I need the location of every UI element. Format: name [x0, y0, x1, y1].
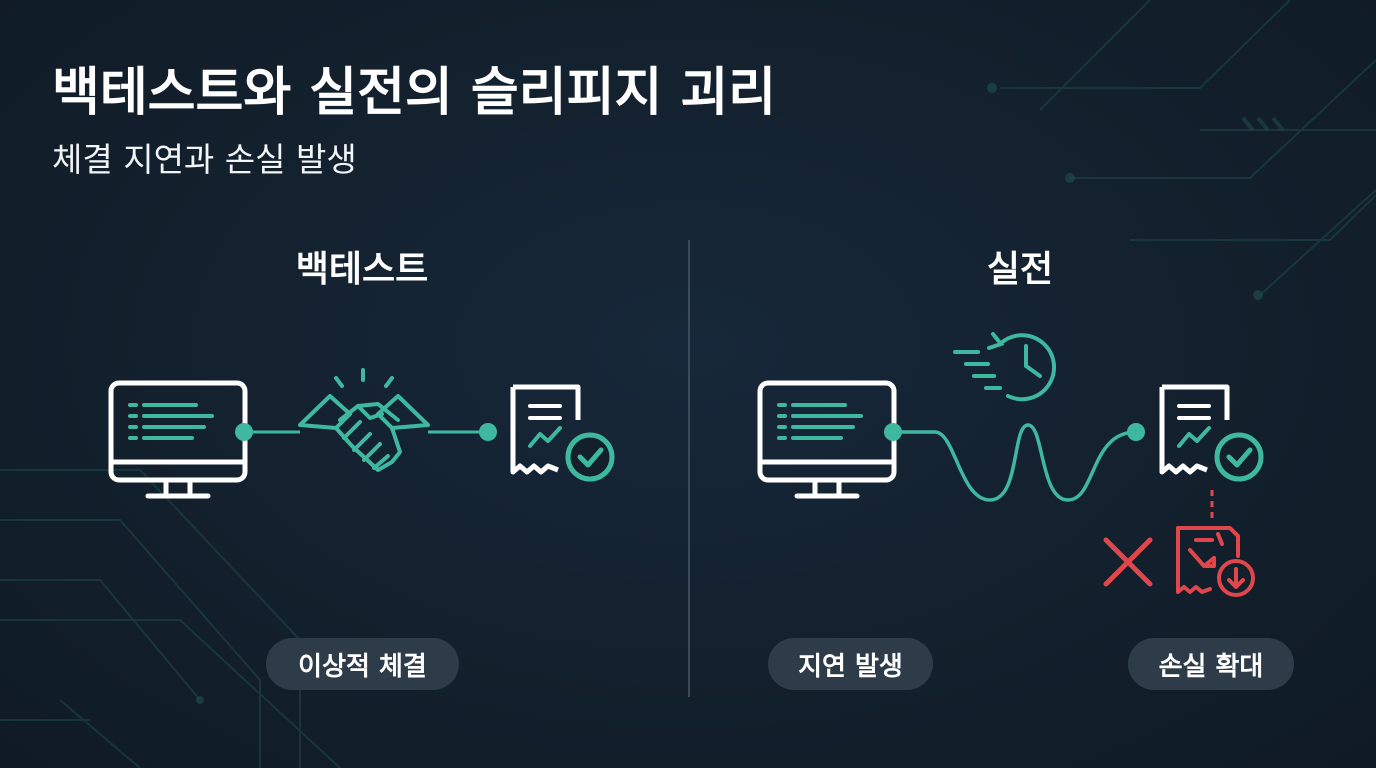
backtest-connector	[235, 423, 497, 441]
clock-fast-icon	[953, 332, 1057, 402]
receipt-check-icon	[510, 384, 615, 482]
loss-badge: 손실 확대	[1128, 638, 1294, 690]
live-panel-title: 실전	[986, 249, 1054, 290]
monitor-icon	[757, 380, 897, 499]
monitor-icon	[108, 380, 248, 499]
handshake-icon	[298, 368, 430, 472]
ideal-fill-badge: 이상적 체결	[266, 638, 459, 690]
backtest-panel-title: 백테스트	[295, 249, 429, 290]
delay-badge: 지연 발생	[768, 638, 933, 690]
latency-wave	[884, 423, 1145, 502]
panel-divider	[688, 240, 690, 697]
receipt-check-icon	[1159, 384, 1264, 482]
receipt-loss-icon	[1176, 526, 1255, 597]
cross-icon	[1103, 537, 1153, 587]
page-subtitle: 체결 지연과 손실 발생	[52, 140, 357, 179]
page-title: 백테스트와 실전의 슬리피지 괴리	[52, 63, 777, 123]
